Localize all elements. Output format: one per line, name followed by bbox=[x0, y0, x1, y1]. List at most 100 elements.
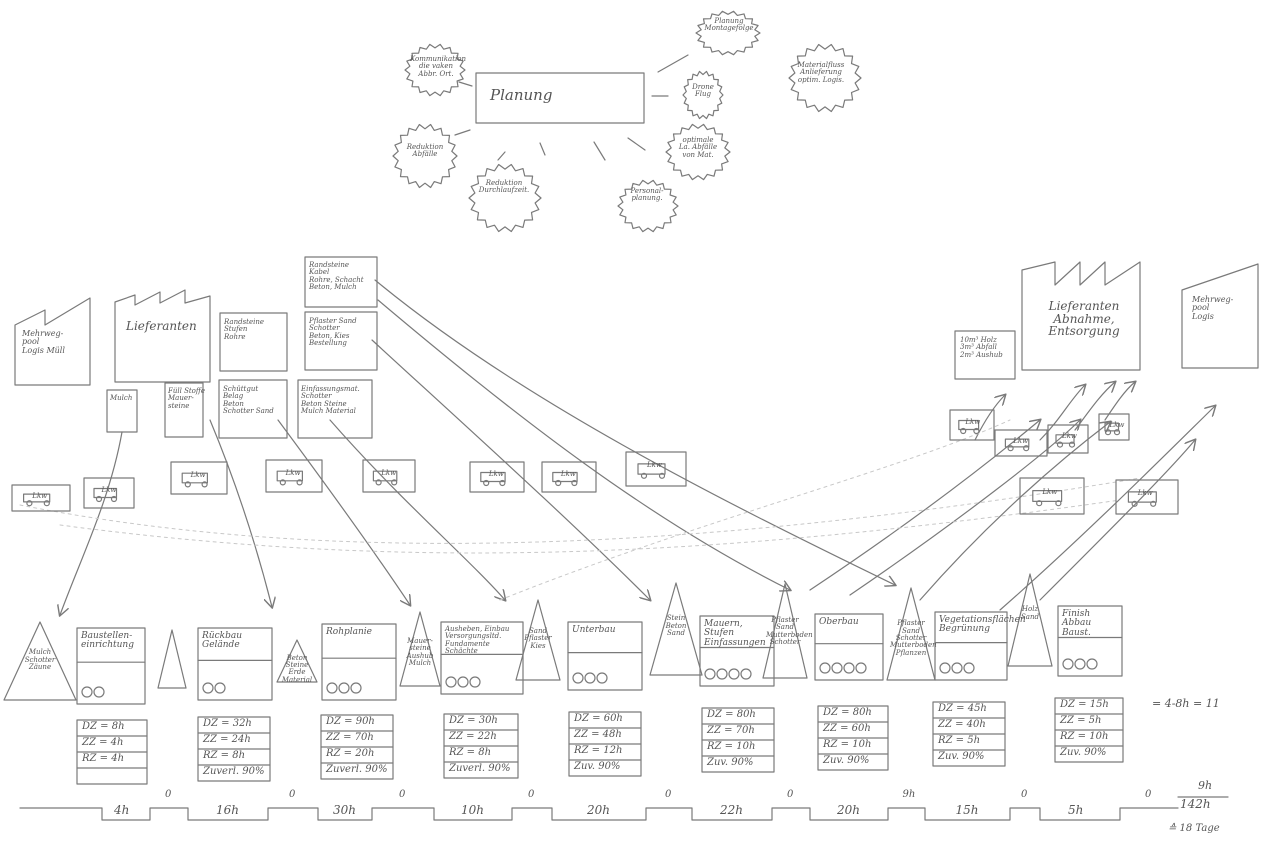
metric-value: DZ = 80h bbox=[823, 707, 872, 718]
truck-frame-5 bbox=[469, 461, 525, 493]
planning-bubble-outline-5 bbox=[392, 123, 458, 189]
planning-center-label: Planung bbox=[490, 86, 553, 104]
metric-value: DZ = 60h bbox=[574, 713, 623, 724]
operator-icon bbox=[350, 682, 362, 694]
inventory-triangle-3 bbox=[276, 639, 318, 683]
flow-arrows bbox=[60, 279, 1215, 615]
truck-wheel bbox=[1023, 445, 1030, 452]
truck-icon: Lkw bbox=[101, 486, 117, 494]
mid-box-3-outline bbox=[218, 379, 288, 439]
metric-value: ZZ = 4h bbox=[82, 737, 124, 748]
process-time-7: 20h bbox=[837, 803, 860, 817]
truck-icon: Lkw bbox=[647, 461, 662, 470]
truck-body bbox=[637, 463, 666, 475]
truck-body bbox=[1032, 490, 1063, 503]
planning-bubble-outline-8 bbox=[617, 179, 679, 233]
process-box-7 bbox=[814, 613, 884, 681]
planning-connectors bbox=[454, 54, 689, 161]
timeline-line bbox=[19, 807, 1179, 821]
metric-value: Zuverl. 90% bbox=[449, 763, 511, 774]
inventory-triangle-2 bbox=[157, 629, 187, 689]
operator-icon bbox=[584, 672, 596, 684]
operator-icon bbox=[1086, 658, 1098, 670]
inventory-label-3: Beton Steine Erde Material bbox=[281, 653, 313, 684]
right-factory1-outline bbox=[1021, 261, 1141, 371]
planning-bubble-outline-6 bbox=[468, 163, 542, 233]
wait-time-1: 0 bbox=[165, 789, 172, 800]
truck-wheel bbox=[1055, 500, 1062, 507]
inventory-triangle-6 bbox=[649, 582, 703, 676]
planning-bubble-3: Drone Flug bbox=[692, 83, 714, 99]
inventory-label-5: Sand Pflaster Kies bbox=[524, 627, 552, 650]
planning-bubble-4: Materialfluss Anlieferung optim. Logis. bbox=[797, 61, 845, 84]
planning-bubble-6: Reduktion Durchlaufzeit. bbox=[478, 179, 530, 195]
truck-frame-10 bbox=[1047, 424, 1089, 454]
truck-frame-13 bbox=[1115, 479, 1179, 515]
truck-wheel bbox=[1113, 429, 1121, 436]
metric-value: Zuv. 90% bbox=[707, 757, 754, 768]
metric-value: ZZ = 22h bbox=[449, 731, 497, 742]
metric-value: DZ = 90h bbox=[326, 716, 375, 727]
days-label: ≙ 18 Tage bbox=[1168, 823, 1220, 834]
truck-frame-4 bbox=[362, 459, 416, 493]
operator-icon bbox=[202, 682, 214, 694]
process-time-9: 5h bbox=[1068, 803, 1084, 817]
operator-icon bbox=[951, 662, 963, 674]
truck-wheel bbox=[499, 479, 506, 487]
mid-box-4-outline bbox=[297, 379, 373, 439]
metric-value: RZ = 10h bbox=[1060, 731, 1109, 742]
inventory-triangle-9 bbox=[1007, 573, 1053, 667]
operator-icon bbox=[1062, 658, 1074, 670]
process-time-6: 22h bbox=[720, 803, 743, 817]
metric-value: Zuv. 90% bbox=[938, 751, 985, 762]
operator-icon bbox=[855, 662, 867, 674]
inventory-label-1: Mulch Schotter Zäune bbox=[24, 648, 56, 671]
truck-body bbox=[181, 472, 208, 484]
metric-value: RZ = 10h bbox=[823, 739, 872, 750]
truck-wheel bbox=[658, 472, 666, 479]
metric-value: DZ = 8h bbox=[82, 721, 125, 732]
operator-icon bbox=[1074, 658, 1086, 670]
truck-wheel bbox=[640, 472, 648, 479]
process-time-2: 16h bbox=[216, 803, 239, 817]
truck-wheel bbox=[1056, 441, 1064, 448]
truck-body bbox=[372, 470, 398, 482]
process-title-7: Oberbau bbox=[819, 617, 859, 627]
truck-wheel bbox=[391, 479, 398, 486]
metric-value: Zuverl. 90% bbox=[326, 764, 388, 775]
truck-icon: Lkw bbox=[560, 470, 576, 478]
metric-value: ZZ = 5h bbox=[1060, 715, 1102, 726]
truck-frame-14 bbox=[11, 484, 71, 512]
truck-icon: Lkw bbox=[190, 470, 206, 479]
metric-value: ZZ = 24h bbox=[203, 734, 251, 745]
metric-value: ZZ = 70h bbox=[326, 732, 374, 743]
truck-frame-8 bbox=[949, 409, 995, 441]
process-title-4: Ausheben, Einbau Versorgungsltd. Fundame… bbox=[445, 625, 510, 656]
truck-body bbox=[1104, 422, 1120, 432]
truck-wheel bbox=[1007, 445, 1014, 452]
truck-frame-1 bbox=[83, 477, 135, 509]
truck-icon: Lkw bbox=[1137, 489, 1153, 498]
total-process-label: 142h bbox=[1180, 797, 1211, 811]
wait-time-6: 0 bbox=[787, 789, 794, 800]
total-wait-label: 9h bbox=[1198, 779, 1213, 792]
truck-frame-6 bbox=[541, 461, 597, 493]
process-title-6: Mauern, Stufen Einfassungen bbox=[704, 619, 766, 648]
process-title-9: Finish Abbau Baust. bbox=[1062, 609, 1092, 638]
operator-icon bbox=[457, 676, 469, 688]
metric-value: RZ = 20h bbox=[326, 748, 375, 759]
process-boxes bbox=[76, 605, 1123, 705]
truck-body bbox=[958, 419, 980, 431]
process-time-3: 30h bbox=[333, 803, 356, 817]
operator-icon bbox=[338, 682, 350, 694]
metric-value: DZ = 30h bbox=[449, 715, 498, 726]
metric-value: RZ = 4h bbox=[82, 753, 125, 764]
mid-box-4-label: Einfassungsmat. Schotter Beton Steine Mu… bbox=[301, 385, 360, 416]
truck-frame-12 bbox=[1019, 477, 1085, 515]
truck-frame-2 bbox=[170, 461, 228, 495]
metric-value: ZZ = 70h bbox=[707, 725, 755, 736]
process-box-2 bbox=[197, 627, 273, 701]
ratio-label: = 4-8h = 11 bbox=[1152, 697, 1220, 710]
inventory-label-6: Stein Beton Sand bbox=[665, 614, 687, 637]
